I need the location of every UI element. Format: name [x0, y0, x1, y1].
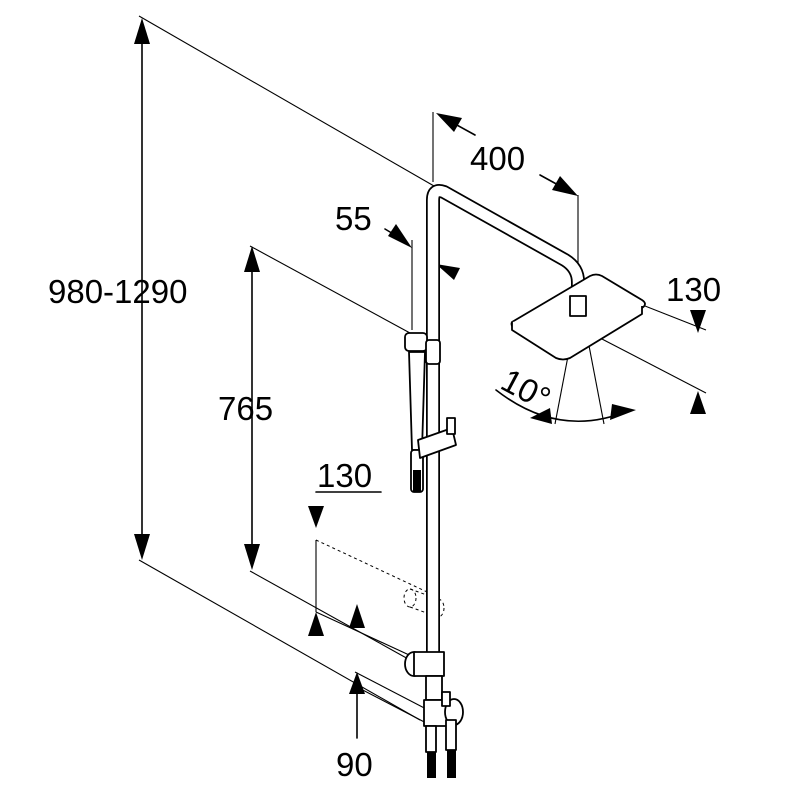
tilt-angle-label: 10° [495, 361, 556, 417]
pipe-diameter-dimension [384, 224, 460, 330]
connection-spacing-label: 90 [336, 746, 373, 783]
wall-offset-label: 130 [317, 457, 372, 494]
overall-height-label: 980-1290 [48, 273, 187, 310]
arm-projection-label: 400 [470, 140, 525, 177]
slide-rail-dimension [244, 245, 411, 661]
slide-rail-label: 765 [218, 390, 273, 427]
wall-offset-dimension [308, 491, 445, 661]
arm-projection-dimension [432, 112, 579, 272]
head-depth-dimension [599, 292, 707, 414]
overhead-shower-head [510, 273, 646, 361]
connection-spacing-dimension [349, 671, 433, 739]
riser-pipe [426, 184, 585, 672]
overall-height-dimension [134, 15, 435, 721]
pipe-diameter-label: 55 [335, 200, 372, 237]
head-depth-label: 130 [666, 271, 721, 308]
mixer-valve [404, 651, 464, 778]
hand-shower [404, 332, 457, 493]
